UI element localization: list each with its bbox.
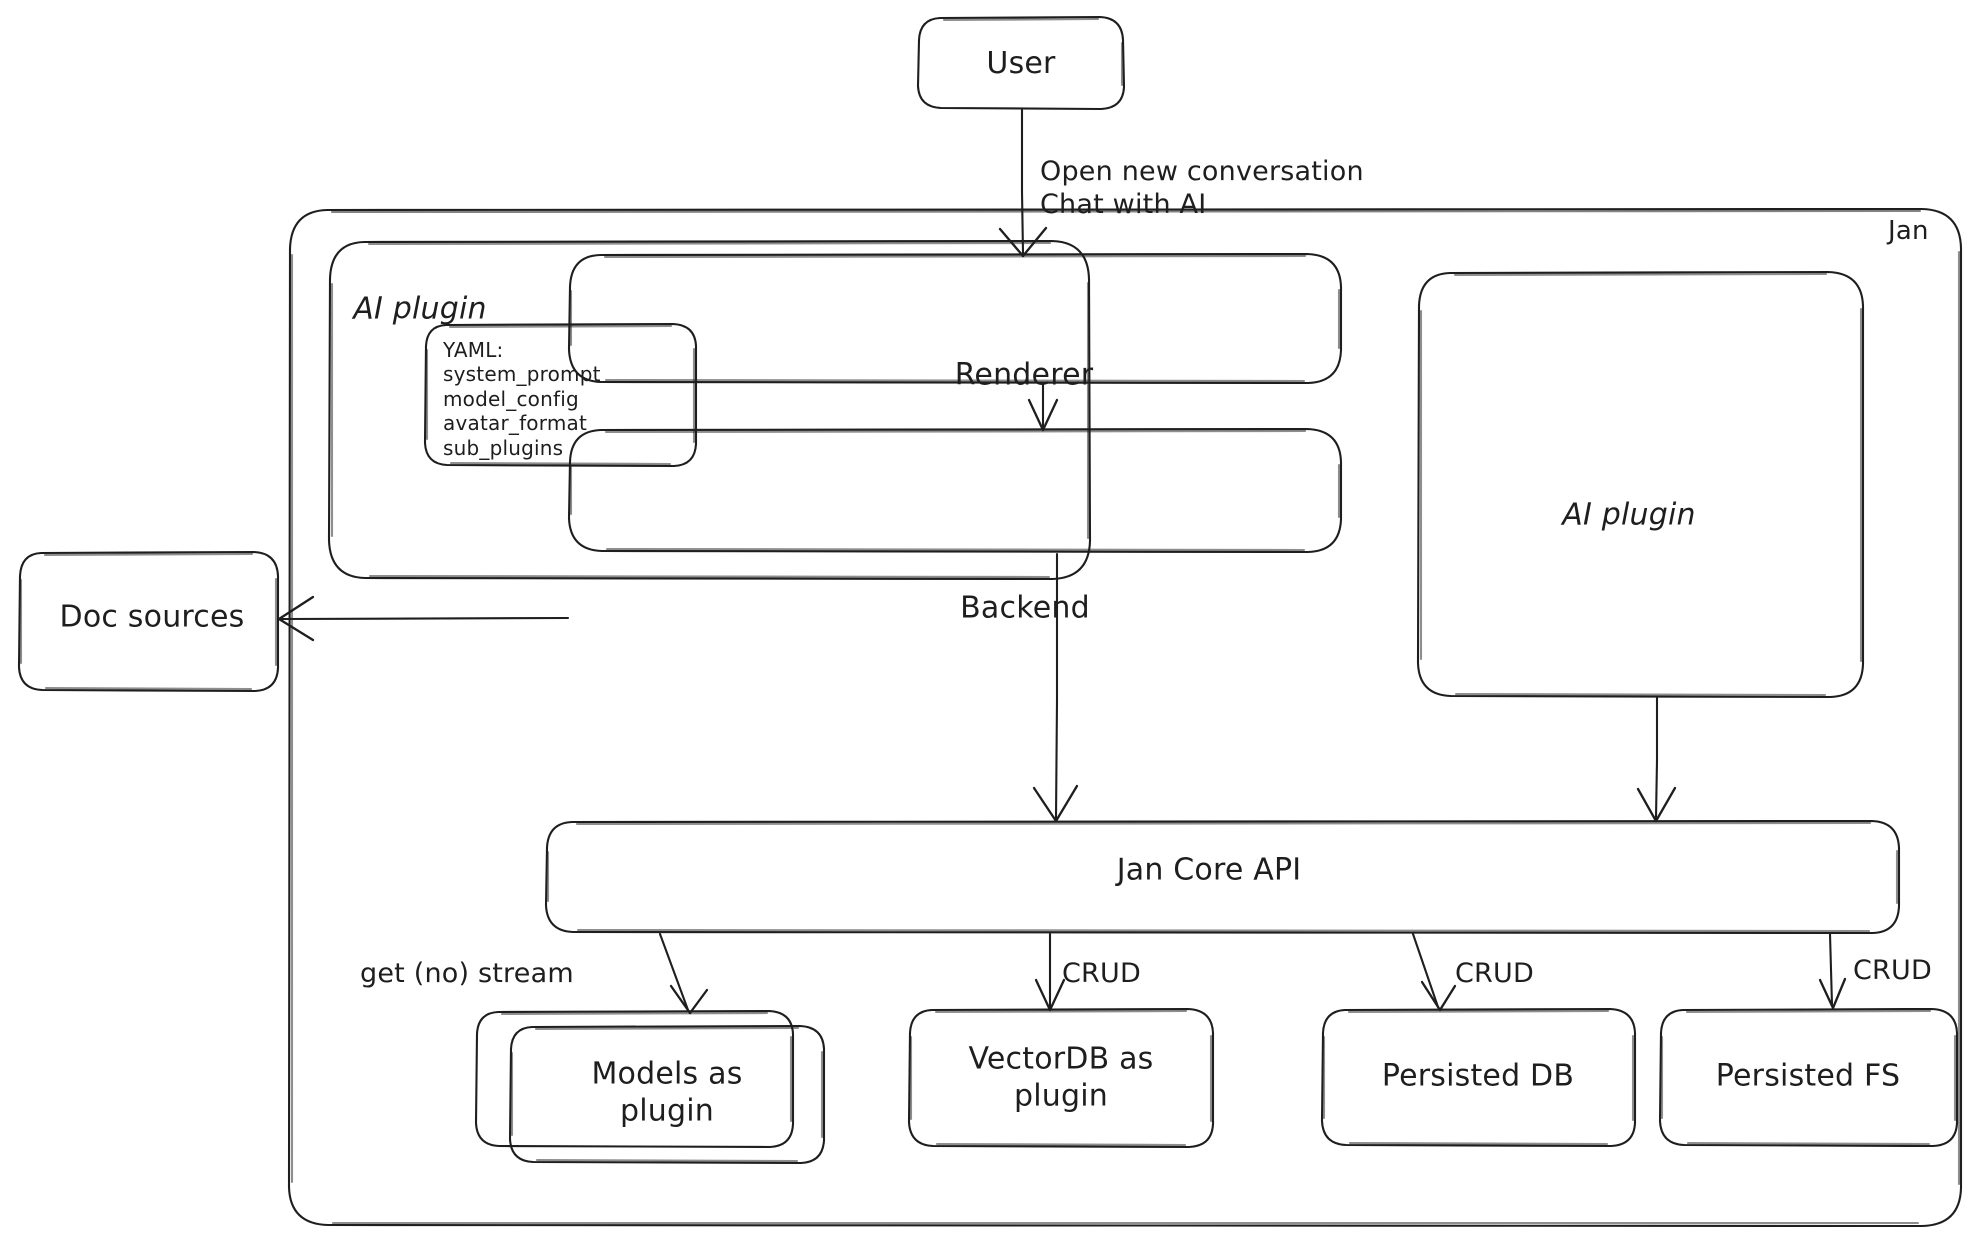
arrow-core-api-to-persisted-fs: [1818, 932, 1847, 1010]
yaml-note-shape[interactable]: [423, 322, 698, 468]
arrow-user-to-renderer: [998, 108, 1048, 258]
arrow-backend-to-core-api: [1032, 552, 1079, 823]
arrow-core-api-to-models: [658, 932, 709, 1015]
jan-container-label: Jan: [1888, 216, 1929, 246]
arrow-core-api-to-persisted-db: [1411, 932, 1457, 1012]
edge-label-crud-persisted-db: CRUD: [1455, 958, 1534, 989]
models-plugin-label: Models as plugin: [591, 1056, 743, 1128]
models-plugin-back-shape: [474, 1009, 795, 1149]
doc-sources-box-shape[interactable]: [17, 550, 280, 693]
vectordb-plugin-box-shape[interactable]: [907, 1007, 1215, 1149]
persisted-fs-box-shape[interactable]: [1658, 1007, 1959, 1148]
renderer-label: Renderer: [954, 357, 1094, 393]
jan-container-shape[interactable]: [287, 207, 1963, 1228]
backend-label: Backend: [960, 590, 1090, 626]
user-box-shape[interactable]: [916, 15, 1126, 111]
arrow-renderer-to-backend: [1027, 382, 1059, 432]
ai-plugin-box-shape[interactable]: [1416, 270, 1865, 699]
ai-plugin-group-shape[interactable]: [327, 239, 1092, 581]
edge-label-crud-vectordb: CRUD: [1062, 958, 1141, 989]
backend-box-shape[interactable]: [567, 427, 1343, 554]
jan-core-api-box-shape[interactable]: [544, 819, 1901, 935]
renderer-box-shape[interactable]: [567, 252, 1343, 385]
jan-core-api-label: Jan Core API: [1116, 852, 1302, 888]
arrow-backend-to-doc-sources: [277, 595, 570, 642]
user-label: User: [986, 46, 1056, 81]
ai-plugin-group-label: AI plugin: [353, 291, 487, 327]
edge-label-get-no-stream: get (no) stream: [360, 958, 574, 989]
vectordb-plugin-label: VectorDB as plugin: [968, 1041, 1154, 1113]
ai-plugin-box-label: AI plugin: [1562, 497, 1696, 533]
persisted-db-box-shape[interactable]: [1320, 1007, 1637, 1148]
arrow-ai-plugin-to-core-api: [1636, 696, 1677, 823]
edge-label-open-new-conversation: Open new conversation Chat with AI: [1040, 156, 1364, 220]
doc-sources-label: Doc sources: [59, 599, 245, 635]
arrow-core-api-to-vectordb: [1034, 932, 1066, 1012]
persisted-db-label: Persisted DB: [1381, 1058, 1575, 1094]
edge-label-crud-persisted-fs: CRUD: [1853, 955, 1932, 986]
yaml-note-label: YAML: system_prompt model_config avatar_…: [443, 338, 601, 460]
models-plugin-box-shape[interactable]: [508, 1024, 826, 1165]
persisted-fs-label: Persisted FS: [1715, 1058, 1901, 1094]
